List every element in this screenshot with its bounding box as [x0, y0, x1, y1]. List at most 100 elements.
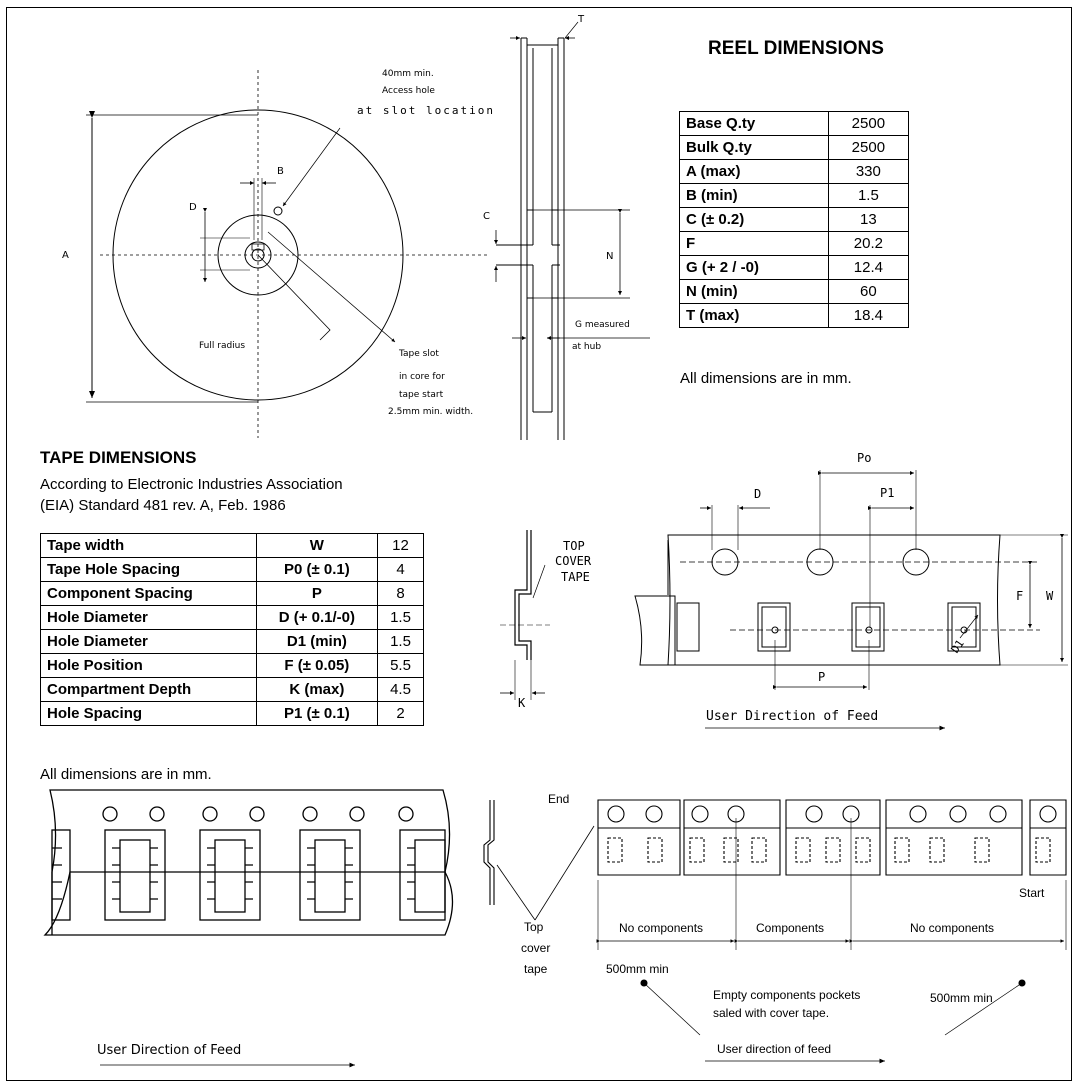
tape-label-w: W — [1046, 589, 1054, 603]
label-no-components-left: No components — [619, 921, 704, 935]
tape-symbol: W — [255, 533, 378, 558]
tape-top-view — [634, 470, 1068, 731]
tape-name: Tape Hole Spacing — [40, 557, 257, 582]
reel-slot-line2: in core for — [399, 372, 445, 382]
reel-label-b: B — [277, 166, 284, 177]
reel-param: N (min) — [679, 279, 829, 304]
reel-g-line2: at hub — [572, 342, 602, 352]
label-empty-pockets-1: Empty components pockets — [713, 988, 861, 1002]
label-components: Components — [756, 921, 825, 935]
reel-slot-line1: Tape slot — [399, 349, 439, 359]
reel-value: 1.5 — [827, 183, 910, 208]
tape-dimensions-title: TAPE DIMENSIONS — [40, 448, 197, 467]
reel-value: 13 — [827, 207, 910, 232]
tape-name: Hole Diameter — [40, 605, 257, 630]
bottom-feed-right: User direction of feed — [717, 1042, 832, 1056]
tape-symbol: P0 (± 0.1) — [255, 557, 378, 582]
reel-row: A (max)330 — [679, 159, 910, 184]
tape-name: Hole Position — [40, 653, 257, 678]
reel-full-radius: Full radius — [199, 341, 246, 351]
label-end: End — [548, 792, 570, 806]
label-top: Top — [524, 920, 544, 934]
reel-label-a: A — [62, 250, 69, 261]
reel-side-view — [494, 21, 650, 440]
reel-value: 2500 — [827, 111, 910, 136]
reel-param: Bulk Q.ty — [679, 135, 829, 160]
reel-value: 330 — [827, 159, 910, 184]
so8-pocket-3 — [299, 829, 361, 921]
tape-intro-line1: According to Electronic Industries Assoc… — [40, 476, 343, 493]
tape-cross-section — [500, 530, 550, 700]
reel-label-t: T — [578, 14, 585, 25]
tape-value: 4 — [376, 557, 425, 582]
leader-trailer-diagram — [483, 799, 1067, 1064]
reel-row: B (min)1.5 — [679, 183, 910, 208]
reel-value: 2500 — [827, 135, 910, 160]
tape-label-p1: P1 — [880, 486, 895, 500]
figure-frame — [6, 7, 1072, 1081]
reel-front-view — [86, 70, 488, 438]
reel-row: T (max)18.4 — [679, 303, 910, 328]
so8-pocket-4 — [399, 829, 446, 921]
label-start: Start — [1019, 886, 1045, 900]
reel-slot-line4: 2.5mm min. width. — [388, 407, 474, 417]
label-500mm-left: 500mm min — [606, 962, 669, 976]
reel-access-line2: Access hole — [382, 86, 435, 96]
reel-param: Base Q.ty — [679, 111, 829, 136]
reel-access-line1: 40mm min. — [382, 69, 434, 79]
tape-note: All dimensions are in mm. — [40, 766, 212, 783]
tape-feed-direction: User Direction of Feed — [706, 709, 879, 724]
tape-value: 5.5 — [376, 653, 425, 678]
tape-value: 1.5 — [376, 605, 425, 630]
tape-symbol: K (max) — [255, 677, 378, 702]
reel-param: F — [679, 231, 829, 256]
reel-dimensions-title: REEL DIMENSIONS — [708, 38, 884, 59]
reel-value: 20.2 — [827, 231, 910, 256]
tape-label-k: K — [518, 696, 526, 710]
reel-row: C (± 0.2)13 — [679, 207, 910, 232]
tape-name: Hole Spacing — [40, 701, 257, 726]
label-no-components-right: No components — [910, 921, 995, 935]
bottom-feed-left: User Direction of Feed — [97, 1043, 242, 1058]
reel-label-c: C — [483, 211, 490, 222]
tape-label-d: D — [754, 487, 762, 501]
so8-pocket-1 — [104, 829, 166, 921]
label-empty-pockets-2: saled with cover tape. — [713, 1006, 830, 1020]
reel-slot-line3: tape start — [399, 390, 444, 400]
tape-value: 8 — [376, 581, 425, 606]
tape-top-label: TOP — [563, 539, 585, 553]
reel-access-line3: at slot location — [357, 104, 495, 117]
tape-symbol: D1 (min) — [255, 629, 378, 654]
tape-name: Component Spacing — [40, 581, 257, 606]
reel-param: A (max) — [679, 159, 829, 184]
tape-label-po: Po — [857, 451, 872, 465]
tape-symbol: P1 (± 0.1) — [255, 701, 378, 726]
reel-param: C (± 0.2) — [679, 207, 829, 232]
reel-param: G (+ 2 / -0) — [679, 255, 829, 280]
label-tape: tape — [524, 962, 548, 976]
reel-label-d: D — [189, 202, 197, 213]
reel-label-n: N — [606, 251, 614, 262]
tape-value: 1.5 — [376, 629, 425, 654]
reel-value: 60 — [827, 279, 910, 304]
reel-g-line1: G measured — [575, 320, 630, 330]
label-500mm-right: 500mm min — [930, 991, 993, 1005]
reel-param: T (max) — [679, 303, 829, 328]
tape-name: Compartment Depth — [40, 677, 257, 702]
reel-param: B (min) — [679, 183, 829, 208]
tape-tape-label: TAPE — [561, 570, 590, 584]
tape-symbol: D (+ 0.1/-0) — [255, 605, 378, 630]
tape-value: 12 — [376, 533, 425, 558]
tape-with-components — [43, 789, 454, 1068]
